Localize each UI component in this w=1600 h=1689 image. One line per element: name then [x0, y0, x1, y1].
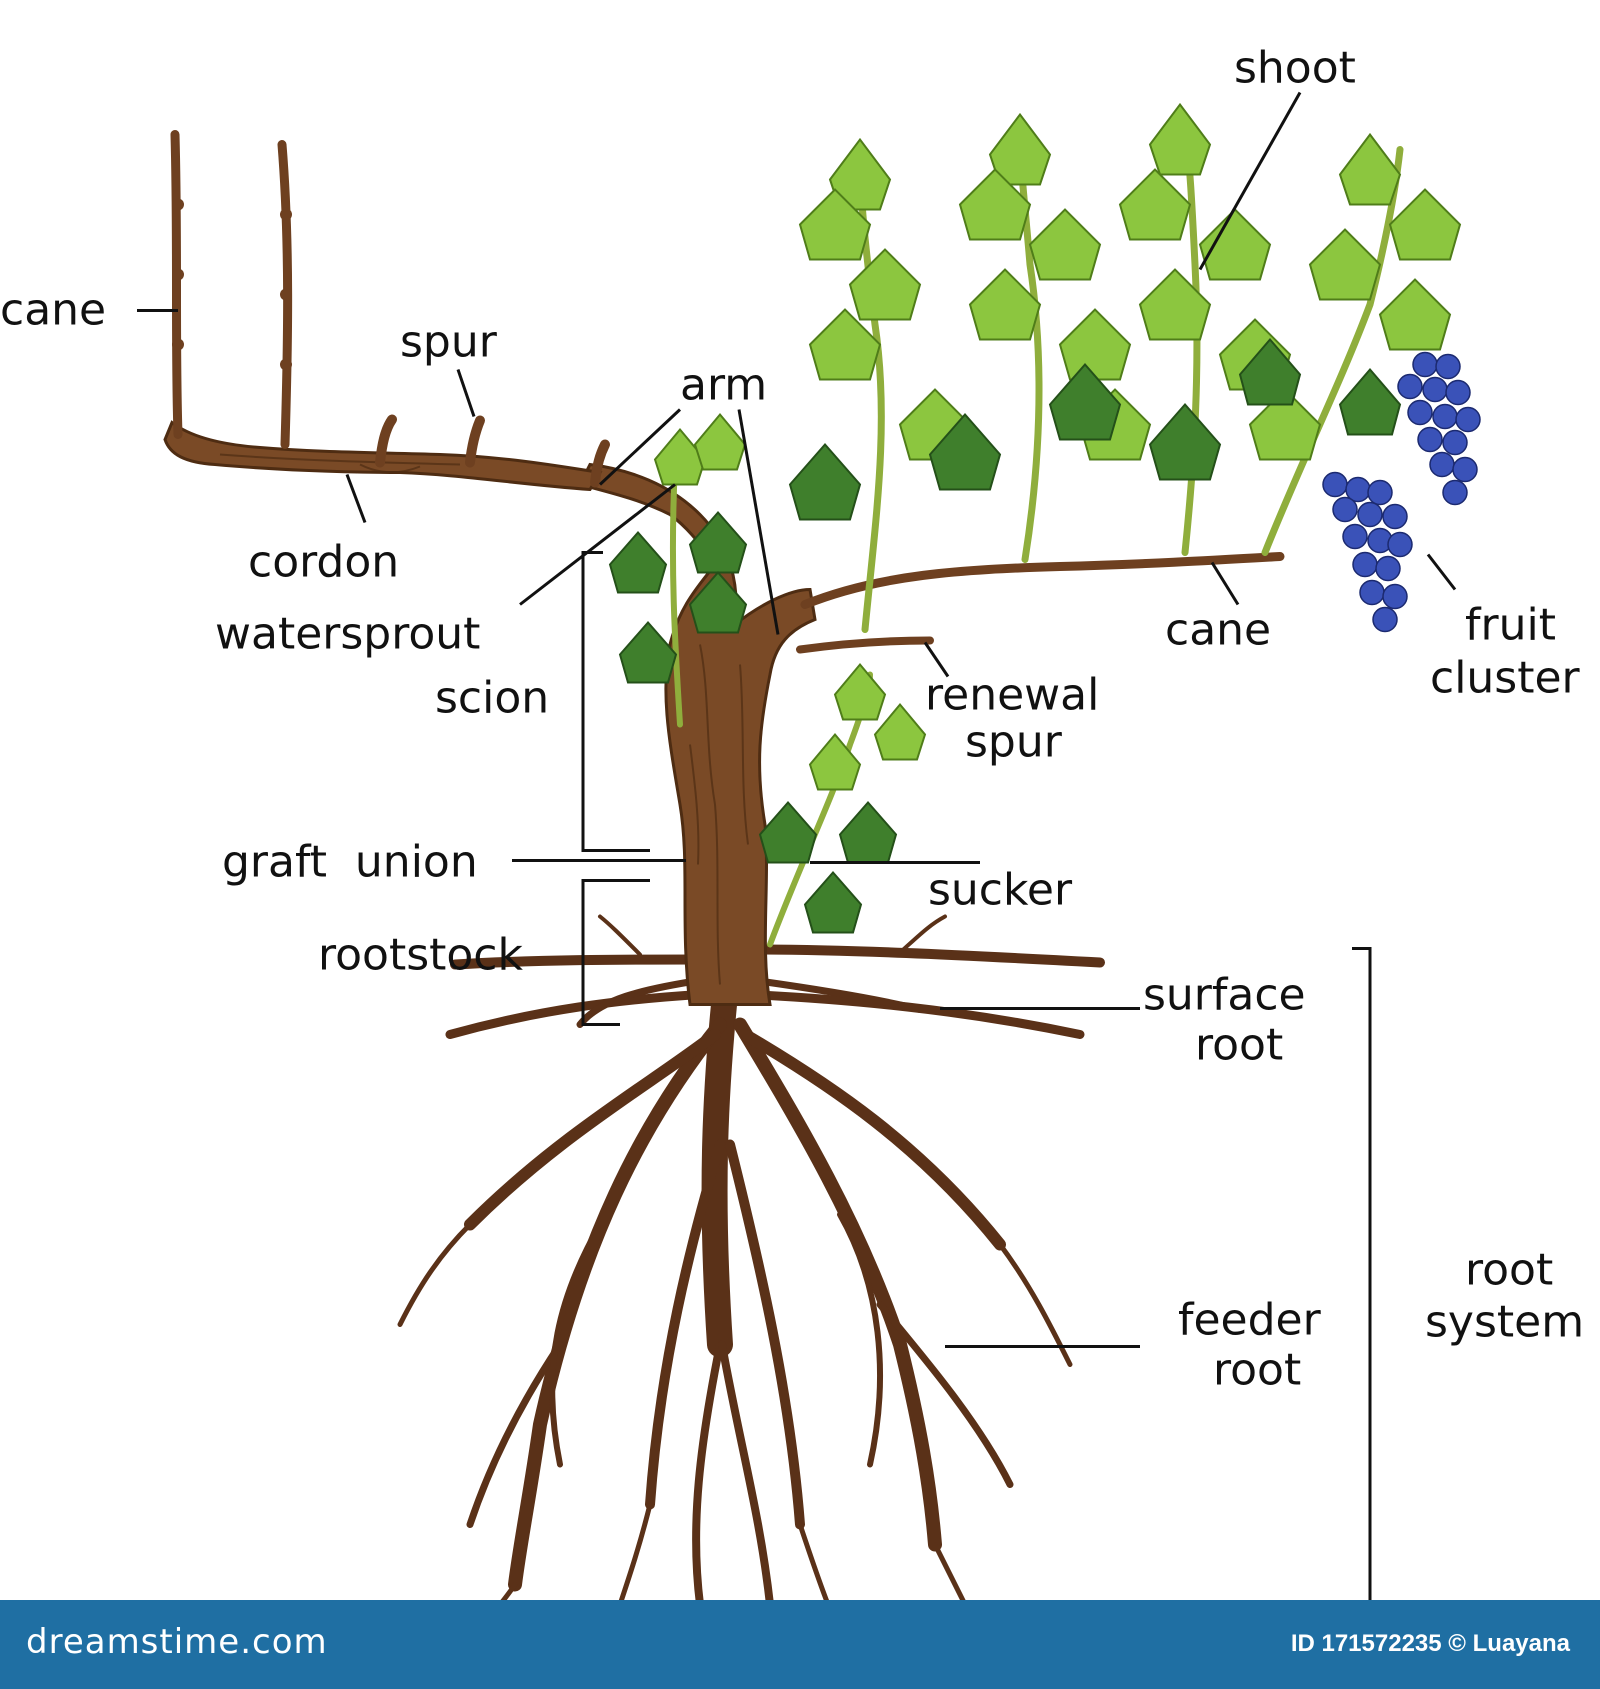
label-rootstock: rootstock: [318, 930, 524, 981]
label-cordon: cordon: [248, 537, 399, 588]
label-sucker: sucker: [928, 865, 1073, 916]
label-renewal-spur: spur: [965, 717, 1063, 768]
label-feeder: feeder: [1178, 1295, 1322, 1346]
dreamstime-logo: dreamstime.com: [26, 1622, 328, 1662]
label-scion: scion: [435, 673, 549, 724]
label-feeder-root: root: [1213, 1345, 1301, 1396]
labels: cane spur arm shoot cordon watersprout s…: [0, 43, 1584, 1396]
image-id-credit: ID 171572235 © Luayana: [1290, 1630, 1570, 1657]
label-arm: arm: [680, 360, 767, 411]
label-renewal: renewal: [925, 670, 1099, 721]
trunk-illustration: [163, 130, 1285, 1006]
label-graft-union: graft union: [222, 837, 478, 888]
shoots-illustration: [608, 102, 1462, 948]
label-watersprout: watersprout: [215, 609, 480, 660]
label-cluster: cluster: [1430, 653, 1581, 704]
label-cane-right: cane: [1165, 605, 1271, 656]
label-fruit: fruit: [1465, 600, 1556, 651]
label-spur: spur: [400, 317, 498, 368]
label-surface-root: root: [1195, 1020, 1283, 1071]
label-root: root: [1465, 1245, 1553, 1296]
root-system-illustration: [397, 914, 1105, 1622]
label-cane-left: cane: [0, 285, 106, 336]
label-system: system: [1425, 1297, 1584, 1348]
label-surface: surface: [1143, 970, 1306, 1021]
grape-clusters: [1322, 351, 1481, 633]
stock-footer-bar: dreamstime.com ID 171572235 © Luayana: [0, 1600, 1600, 1689]
label-shoot: shoot: [1234, 43, 1356, 94]
